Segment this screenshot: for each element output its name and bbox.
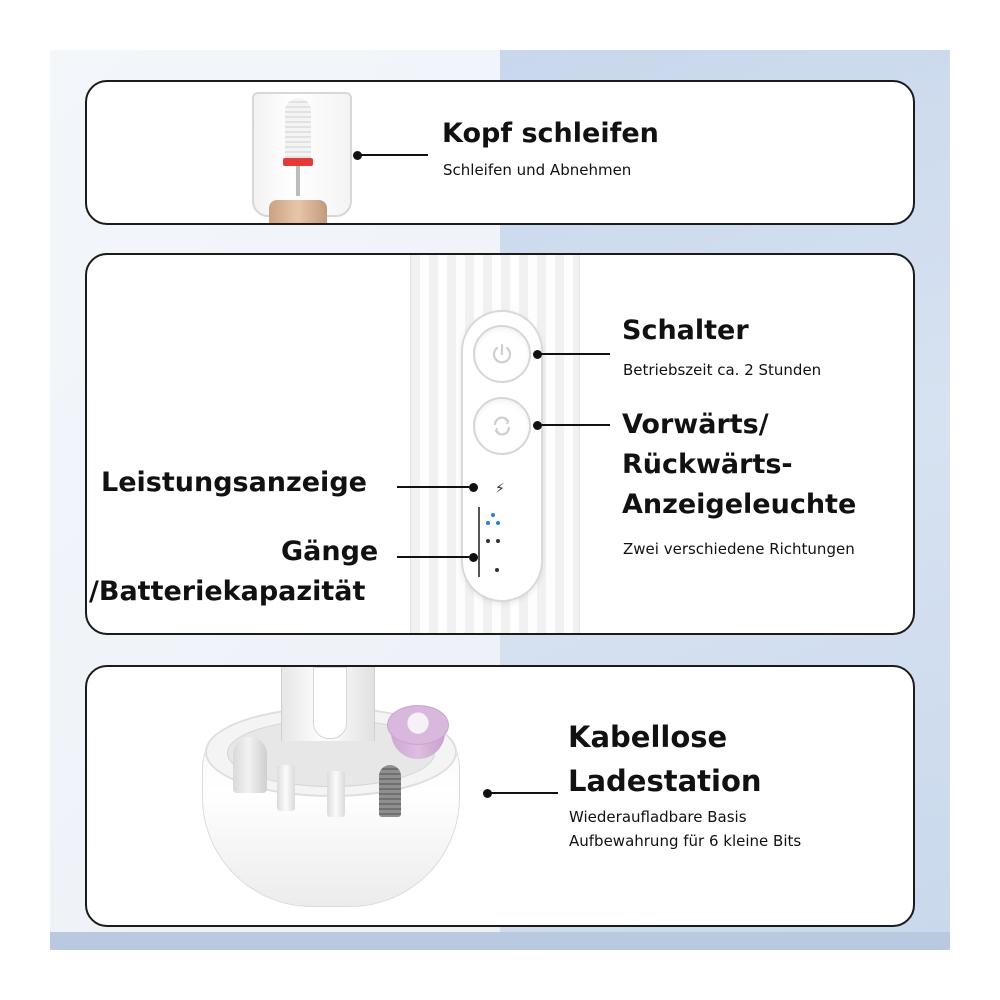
lightning-icon: ⚡︎ bbox=[495, 481, 505, 497]
callout-line bbox=[397, 556, 469, 558]
switch-subtitle: Betriebszeit ca. 2 Stunden bbox=[623, 361, 822, 379]
grinding-bit-image bbox=[285, 98, 311, 160]
bit-shaft bbox=[296, 166, 300, 196]
station-title-line2: Ladestation bbox=[568, 764, 762, 798]
background-bottom-band bbox=[50, 932, 950, 950]
callout-dot bbox=[483, 789, 492, 798]
callout-dot bbox=[533, 350, 542, 359]
sanding-disc-image bbox=[387, 705, 449, 745]
indicator-light bbox=[486, 539, 490, 543]
head-title: Kopf schleifen bbox=[442, 118, 659, 149]
gear-indicator-bracket bbox=[478, 507, 504, 577]
device-collar-image bbox=[269, 200, 327, 223]
callout-line bbox=[397, 486, 469, 488]
panel-charging-station: Kabellose Ladestation Wiederaufladbare B… bbox=[85, 665, 915, 927]
cone-bit-image bbox=[379, 765, 401, 817]
callout-line bbox=[540, 424, 610, 426]
bit-peg-image bbox=[327, 771, 345, 817]
station-subtitle: Wiederaufladbare Basis Aufbewahrung für … bbox=[569, 805, 801, 853]
rotate-icon bbox=[493, 416, 511, 436]
direction-button bbox=[473, 397, 531, 455]
indicator-light bbox=[491, 513, 495, 517]
bit-cap-image bbox=[233, 737, 267, 793]
station-title: Kabellose Ladestation bbox=[568, 715, 762, 803]
power-display-title: Leistungsanzeige bbox=[101, 467, 367, 498]
indicator-light bbox=[496, 521, 500, 525]
callout-dot bbox=[353, 151, 362, 160]
bit-red-ring bbox=[283, 158, 313, 166]
indicator-light bbox=[496, 539, 500, 543]
direction-title-line2: Rückwärts- bbox=[622, 449, 793, 480]
callout-dot bbox=[469, 483, 478, 492]
gears-title: Gänge bbox=[281, 536, 379, 567]
direction-subtitle: Zwei verschiedene Richtungen bbox=[623, 540, 855, 558]
direction-title-line1: Vorwärts/ bbox=[622, 409, 769, 440]
direction-title-line3: Anzeigeleuchte bbox=[622, 489, 857, 520]
bit-peg-image bbox=[277, 765, 295, 811]
battery-title: /Batteriekapazität bbox=[89, 576, 366, 607]
device-control-strip bbox=[313, 667, 347, 739]
panel-grinding-head: Kopf schleifen Schleifen und Abnehmen bbox=[85, 80, 915, 225]
power-button bbox=[473, 325, 531, 383]
callout-dot bbox=[533, 421, 542, 430]
station-title-line1: Kabellose bbox=[568, 720, 728, 754]
station-subtitle-line2: Aufbewahrung für 6 kleine Bits bbox=[569, 832, 802, 850]
callout-line bbox=[540, 353, 610, 355]
direction-title: Vorwärts/ Rückwärts- Anzeigeleuchte bbox=[622, 405, 856, 525]
power-icon bbox=[492, 343, 512, 364]
indicator-light bbox=[486, 521, 490, 525]
callout-line bbox=[490, 792, 558, 794]
callout-line bbox=[360, 154, 428, 156]
head-subtitle: Schleifen und Abnehmen bbox=[443, 161, 632, 179]
station-subtitle-line1: Wiederaufladbare Basis bbox=[569, 808, 747, 826]
callout-dot bbox=[469, 553, 478, 562]
indicator-light bbox=[495, 568, 499, 572]
panel-controls: ⚡︎ Schalter Betriebszeit ca. 2 Stunden V… bbox=[85, 253, 915, 635]
switch-title: Schalter bbox=[622, 315, 749, 346]
